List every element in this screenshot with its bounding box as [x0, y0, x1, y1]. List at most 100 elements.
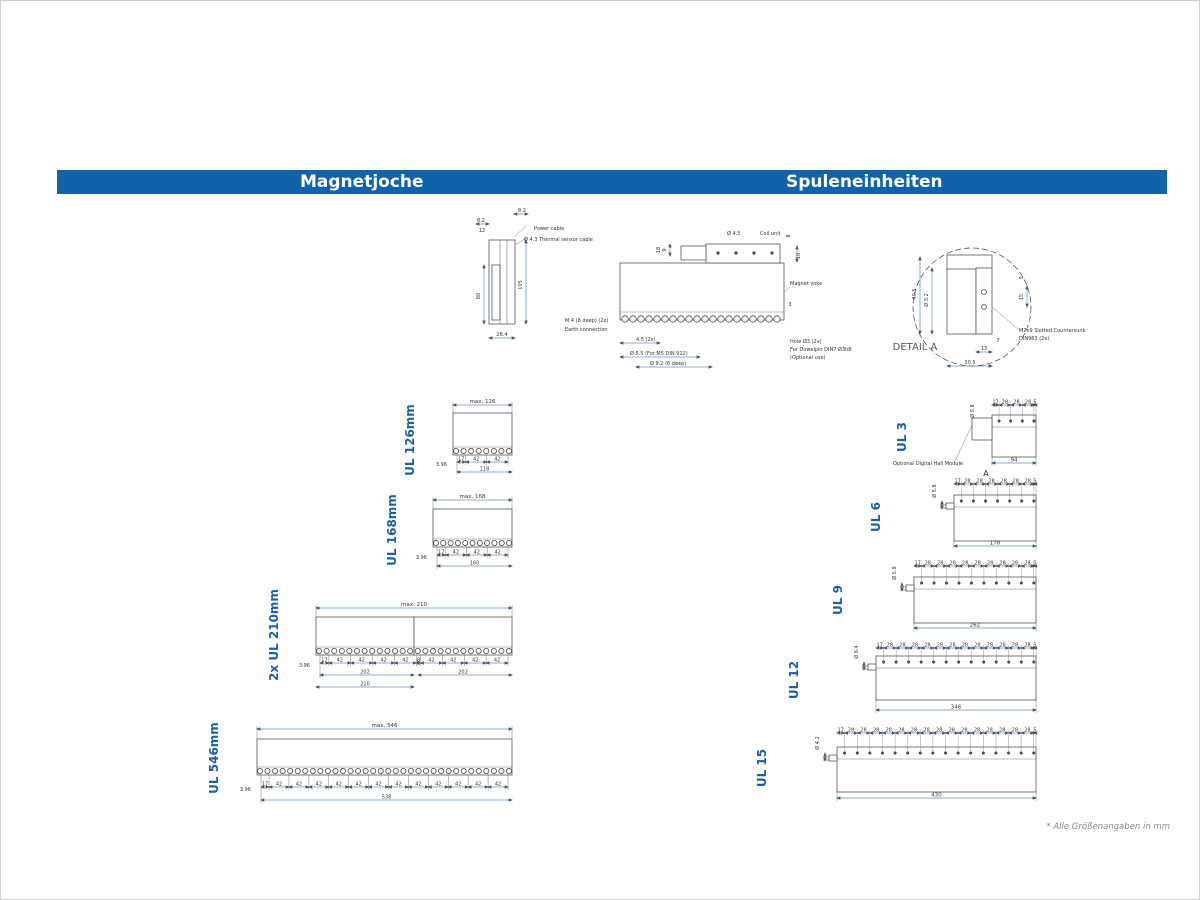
cable-block [680, 245, 707, 261]
dimension-arrow [919, 731, 924, 735]
dimension-arrow [345, 785, 350, 789]
dimension-arrow [1005, 564, 1010, 568]
dim-label: 4.5 (2x) [636, 337, 656, 343]
dimension-arrow [319, 661, 324, 665]
dimension-arrow [427, 785, 432, 789]
cable-connector [828, 754, 838, 762]
pitch-label: 42 [472, 658, 478, 664]
pitch-label: 28 [999, 728, 1005, 734]
dimension-arrow [930, 646, 935, 650]
dimension-arrow [1032, 564, 1037, 568]
bolt-hole [468, 447, 475, 454]
bolt-hole [407, 768, 414, 775]
dimension-arrow [862, 666, 866, 671]
dimension-arrow [1021, 403, 1026, 407]
dimension-arrow [882, 646, 887, 650]
bolt-hole [437, 648, 444, 655]
mounting-hole [1009, 419, 1013, 423]
pitch-label: 28 [937, 561, 943, 567]
bolt-hole [430, 768, 437, 775]
pitch-label: 42 [276, 782, 282, 788]
bolt-hole [309, 768, 316, 775]
dimension-arrow [920, 646, 925, 650]
dimension-arrow [880, 646, 885, 650]
dimension-arrow [875, 646, 880, 650]
pitch-label: 28 [1012, 561, 1018, 567]
offset-label: 3.96 [416, 555, 427, 561]
dimension-arrow [960, 482, 965, 486]
dimension-arrow [1017, 564, 1023, 568]
dimension-arrow [795, 258, 799, 263]
bolt-hole [685, 315, 693, 323]
magnet-yoke-callout: Magnet yoke [790, 281, 822, 287]
dimension-arrow [1025, 285, 1029, 290]
dimension-arrow [508, 798, 513, 802]
dim-label: Ø 9.2 (6 deep) [650, 360, 686, 367]
dimension-arrow [464, 785, 470, 789]
bolt-hole [469, 540, 476, 547]
dimension-arrow [957, 731, 962, 735]
dimension-arrow [836, 731, 841, 735]
dimension-arrow [436, 553, 441, 557]
section-header-bar: Magnetjoche Spuleneinheiten [57, 170, 1167, 194]
offset-label: 3.96 [299, 663, 310, 669]
dimension-arrow [1032, 626, 1037, 630]
dimension-arrow [980, 564, 985, 568]
dim-label: 40.5 [912, 288, 918, 299]
bolt-hole [452, 447, 459, 454]
bolt-hole [302, 768, 309, 775]
dimension-arrow [1032, 646, 1037, 650]
dimension-arrow [467, 785, 472, 789]
dimension-arrow [484, 785, 490, 789]
dimension-arrow [1020, 646, 1025, 650]
pitch-label: 28 [964, 479, 970, 485]
cable-connector [945, 502, 955, 510]
dimension-arrow [841, 731, 846, 735]
bolt-hole [757, 315, 765, 323]
mounting-hole [932, 581, 936, 585]
pitch-label: 28 [974, 643, 980, 649]
dim-label: 12 [479, 228, 485, 234]
bolt-hole [661, 315, 669, 323]
bolt-hole [315, 648, 322, 655]
dimension-arrow [444, 553, 449, 557]
bolt-hole [422, 648, 429, 655]
leader-line [783, 286, 791, 293]
pitch-label: 28 [848, 728, 854, 734]
mounting-hole [752, 251, 756, 255]
pitch-label: 28 [949, 643, 955, 649]
mounting-hole [1020, 419, 1024, 423]
bolt-hole [339, 768, 346, 775]
dim-label: 8.2 [518, 208, 526, 214]
bolt-hole [490, 648, 497, 655]
pitch-label: 28 [949, 728, 955, 734]
pitch-label: 28 [1000, 479, 1006, 485]
pitch-label: 28 [886, 728, 892, 734]
dimension-arrow [508, 673, 513, 677]
dimension-arrow [994, 731, 1000, 735]
bolt-hole [454, 540, 461, 547]
total-length-label: 160 [470, 561, 480, 567]
bolt-hole [447, 540, 454, 547]
pitch-label: 42 [355, 782, 361, 788]
pitch-label: 28 [924, 643, 930, 649]
mounting-hole [919, 660, 923, 664]
dimension-arrow [991, 461, 996, 465]
section-title-coil-units: Spuleneinheiten [786, 172, 943, 192]
dim-label: 30.5 [964, 360, 975, 366]
screw-hole [981, 304, 987, 310]
mounting-hole [1008, 499, 1012, 503]
dimension-arrow [995, 403, 1000, 407]
diameter-label: Ø 4.2 [814, 736, 821, 749]
dimension-arrow [970, 482, 975, 486]
dimension-arrow [836, 796, 841, 800]
mounting-hole [932, 660, 936, 664]
pitch-label: 28 [923, 728, 929, 734]
dimension-arrow [892, 646, 898, 650]
earth-callout: Earth connection [565, 327, 608, 333]
bolt-hole [476, 540, 483, 547]
pitch-label: 28 [1012, 728, 1018, 734]
dimension-arrow [891, 731, 897, 735]
dimension-arrow [488, 336, 493, 340]
dimension-arrow [288, 785, 293, 789]
